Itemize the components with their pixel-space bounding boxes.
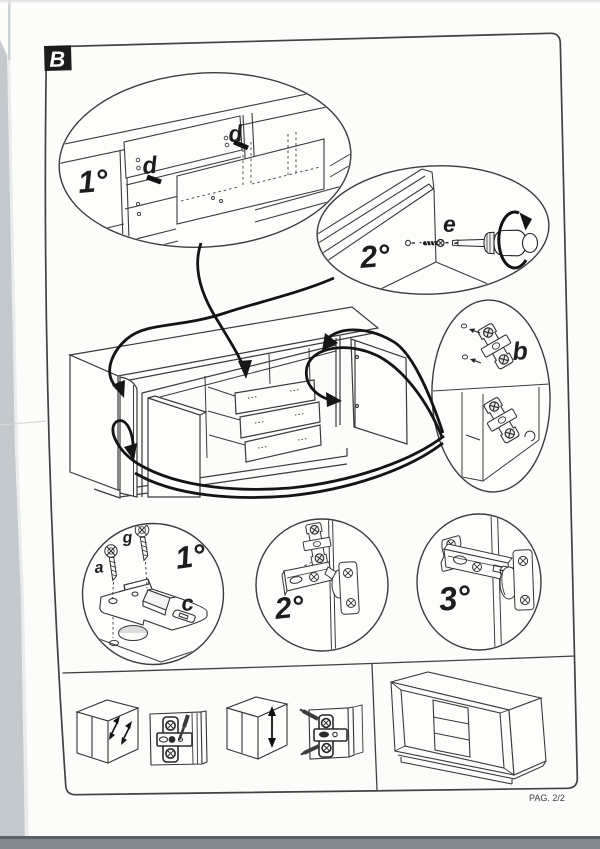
svg-text:e: e — [443, 211, 456, 237]
svg-text:B: B — [49, 46, 66, 71]
svg-text:3°: 3° — [437, 578, 473, 618]
svg-text:1°: 1° — [77, 162, 110, 200]
svg-text:a: a — [94, 559, 104, 577]
svg-text:2°: 2° — [272, 590, 306, 626]
svg-text:d: d — [141, 152, 159, 180]
svg-text:1°: 1° — [173, 537, 208, 576]
svg-text:c: c — [180, 590, 194, 616]
svg-text:b: b — [511, 337, 528, 366]
svg-text:2°: 2° — [358, 237, 392, 275]
svg-text:g: g — [121, 529, 133, 547]
svg-text:d: d — [227, 120, 244, 147]
svg-text:PAG. 2/2: PAG. 2/2 — [529, 793, 565, 803]
